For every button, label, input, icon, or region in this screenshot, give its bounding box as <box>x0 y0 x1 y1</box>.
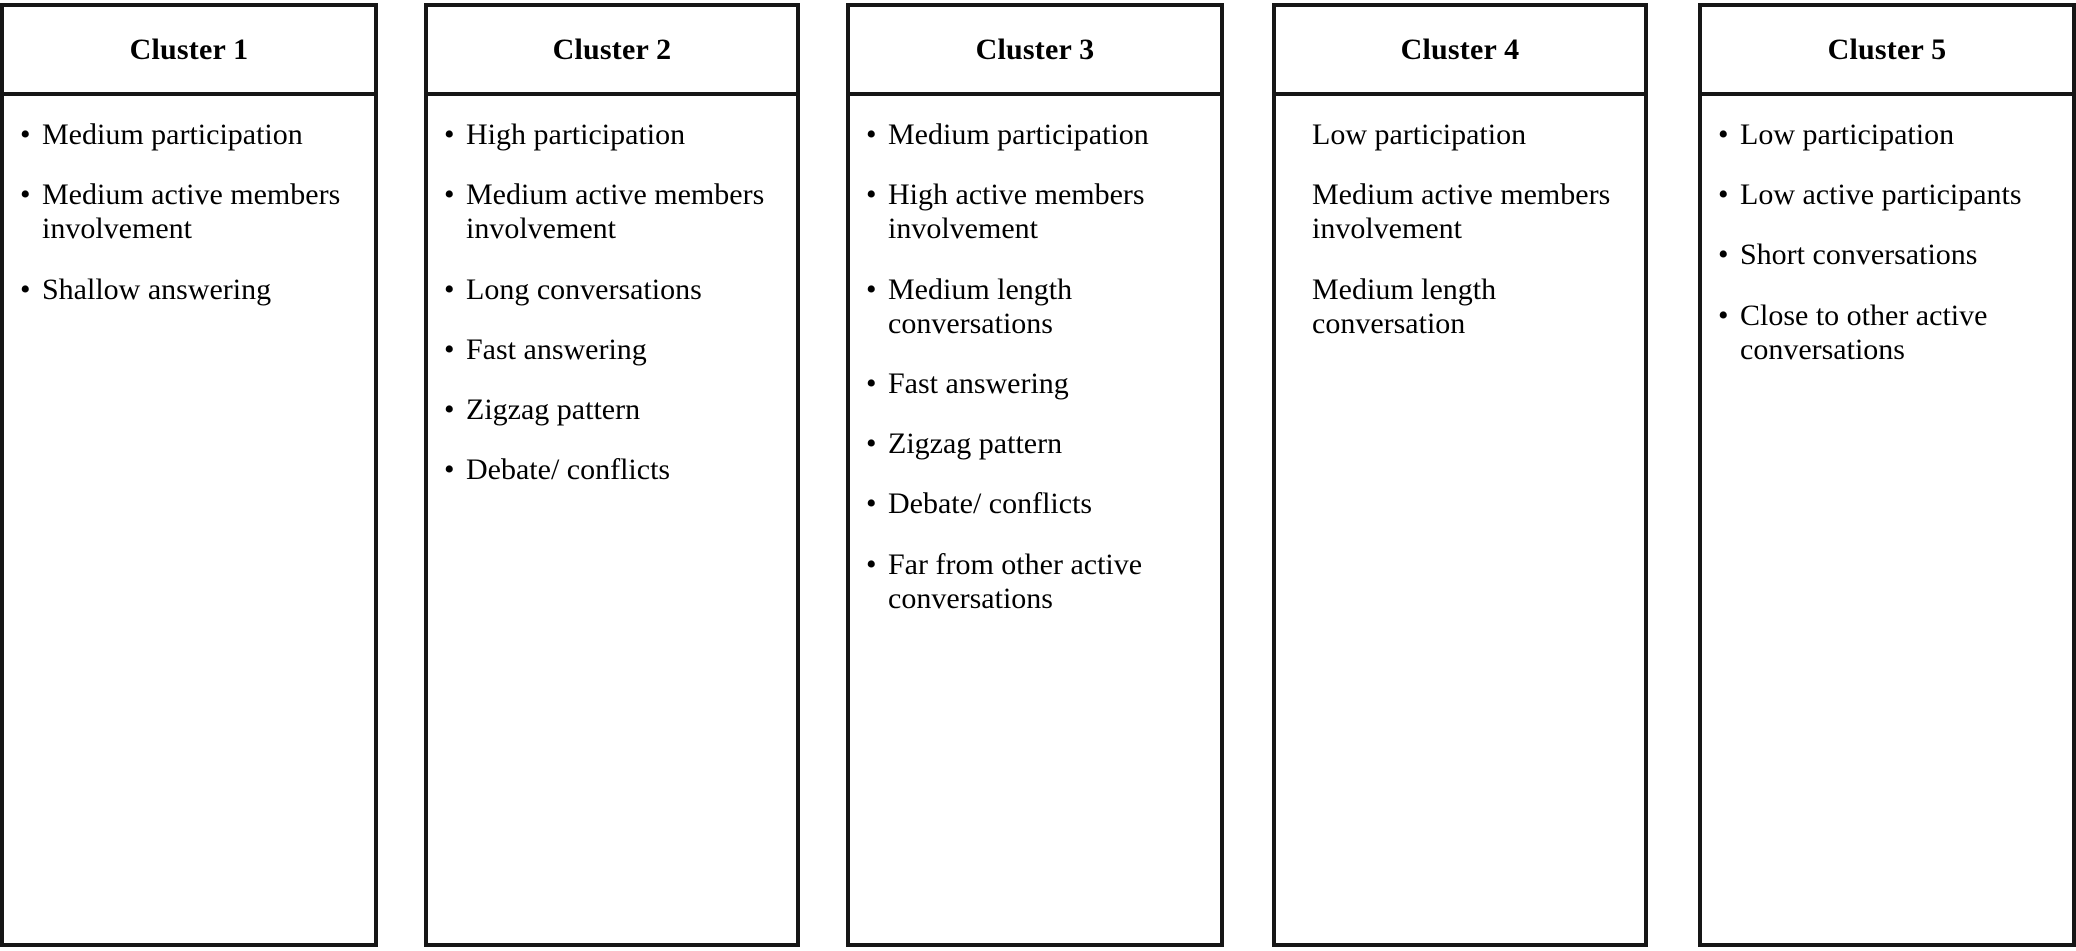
bullet-icon: • <box>1718 238 1729 272</box>
list-item-label: Zigzag pattern <box>466 392 641 426</box>
cluster-header-1: Cluster 1 <box>4 7 374 96</box>
cluster-column-5: Cluster 5 • Low participation • Low active p… <box>1698 3 2076 947</box>
list-item-label: Zigzag pattern <box>888 427 1063 461</box>
bullet-icon: • <box>866 427 877 461</box>
list-item: • Medium length conversations <box>864 273 1212 341</box>
cluster-title: Cluster 5 <box>1827 32 1947 66</box>
cluster-title: Cluster 3 <box>975 32 1095 66</box>
list-item: • Shallow answering <box>18 273 366 307</box>
list-item-label: Debate/ conflicts <box>466 453 671 487</box>
list-item-label: Medium length conversation <box>1312 272 1497 340</box>
list-item: • Far from other active conversations <box>864 548 1212 616</box>
bullet-icon: • <box>444 118 455 151</box>
bullet-icon: • <box>866 178 877 212</box>
bullet-icon: • <box>20 118 31 151</box>
bullet-icon: • <box>444 453 455 487</box>
list-item: • Close to other active conversations <box>1716 299 2064 367</box>
bullet-icon: • <box>20 272 31 306</box>
list-item: • Debate/ conflicts <box>442 453 788 487</box>
list-item-label: Far from other active conversations <box>888 547 1143 615</box>
bullet-icon: • <box>866 272 877 306</box>
list-item: • Fast answering <box>864 367 1212 401</box>
list-item: •Low participation <box>1290 118 1636 152</box>
cluster-header-3: Cluster 3 <box>850 7 1220 96</box>
list-item: •Medium active members involvement <box>1290 178 1636 246</box>
cluster-header-4: Cluster 4 <box>1276 7 1644 96</box>
list-item: • Long conversations <box>442 273 788 307</box>
list-item-label: Low active participants <box>1740 178 2022 212</box>
list-item-label: Medium active members involvement <box>1312 178 1611 246</box>
list-item-label: Medium participation <box>888 118 1149 151</box>
bullet-icon: • <box>1718 178 1729 212</box>
cluster-title: Cluster 4 <box>1400 32 1520 66</box>
list-item-label: Short conversations <box>1740 238 1978 272</box>
bullet-icon: • <box>20 178 31 212</box>
list-item-label: Medium participation <box>42 118 303 151</box>
list-item-label: Low participation <box>1312 118 1527 151</box>
list-item-label: Close to other active conversations <box>1740 298 1988 366</box>
bullet-icon: • <box>866 487 877 521</box>
bullet-icon: • <box>444 332 455 366</box>
list-item: • High participation <box>442 118 788 152</box>
list-item-label: High participation <box>466 118 686 151</box>
list-item-label: Medium active members involvement <box>466 178 765 246</box>
list-item: •Medium length conversation <box>1290 273 1636 341</box>
cluster-body-5: • Low participation • Low active participan… <box>1702 96 2072 943</box>
list-item: • Debate/ conflicts <box>864 487 1212 521</box>
cluster-characteristics-list: • Low participation • Low active participan… <box>1716 118 2064 367</box>
bullet-icon: • <box>444 178 455 212</box>
cluster-characteristics-list: • Medium participation • Medium active memb… <box>18 118 366 307</box>
cluster-column-1: Cluster 1 • Medium participation • Medium ac… <box>0 3 378 947</box>
list-item: • Fast answering <box>442 333 788 367</box>
cluster-characteristics-list: • Medium participation • High active member… <box>864 118 1212 616</box>
list-item-label: Fast answering <box>466 332 647 366</box>
cluster-body-3: • Medium participation • High active member… <box>850 96 1220 943</box>
bullet-icon: • <box>866 366 877 400</box>
list-item-label: Medium active members involvement <box>42 178 341 246</box>
cluster-body-1: • Medium participation • Medium active memb… <box>4 96 374 943</box>
cluster-title: Cluster 1 <box>129 32 249 66</box>
bullet-icon: • <box>1718 298 1729 332</box>
cluster-body-4: •Low participation •Medium active members… <box>1276 96 1644 943</box>
cluster-characteristics-list: • High participation • Medium active member… <box>442 118 788 487</box>
bullet-icon: • <box>444 272 455 306</box>
list-item-label: Debate/ conflicts <box>888 487 1093 521</box>
list-item: • Medium active members involvement <box>18 178 366 246</box>
bullet-icon: • <box>444 392 455 426</box>
list-item: • High active members involvement <box>864 178 1212 246</box>
bullet-icon: • <box>866 547 877 581</box>
list-item: • Zigzag pattern <box>442 393 788 427</box>
cluster-header-2: Cluster 2 <box>428 7 796 96</box>
list-item-label: Medium length conversations <box>888 272 1073 340</box>
list-item: • Low participation <box>1716 118 2064 152</box>
cluster-column-2: Cluster 2 • High participation • Medium acti… <box>424 3 800 947</box>
cluster-title: Cluster 2 <box>552 32 672 66</box>
bullet-icon: • <box>1718 118 1729 151</box>
cluster-column-4: Cluster 4 •Low participation •Medium activ… <box>1272 3 1648 947</box>
list-item-label: Shallow answering <box>42 272 272 306</box>
cluster-characteristics-list: •Low participation •Medium active members… <box>1290 118 1636 341</box>
list-item-label: High active members involvement <box>888 178 1145 246</box>
list-item-label: Fast answering <box>888 366 1069 400</box>
list-item: • Zigzag pattern <box>864 427 1212 461</box>
cluster-column-3: Cluster 3 • Medium participation • High acti… <box>846 3 1224 947</box>
list-item: • Medium participation <box>18 118 366 152</box>
cluster-header-5: Cluster 5 <box>1702 7 2072 96</box>
list-item: • Medium participation <box>864 118 1212 152</box>
list-item-label: Long conversations <box>466 272 702 306</box>
list-item-label: Low participation <box>1740 118 1955 151</box>
cluster-body-2: • High participation • Medium active member… <box>428 96 796 943</box>
bullet-icon: • <box>866 118 877 151</box>
list-item: • Low active participants <box>1716 178 2064 212</box>
list-item: • Short conversations <box>1716 238 2064 272</box>
list-item: • Medium active members involvement <box>442 178 788 246</box>
